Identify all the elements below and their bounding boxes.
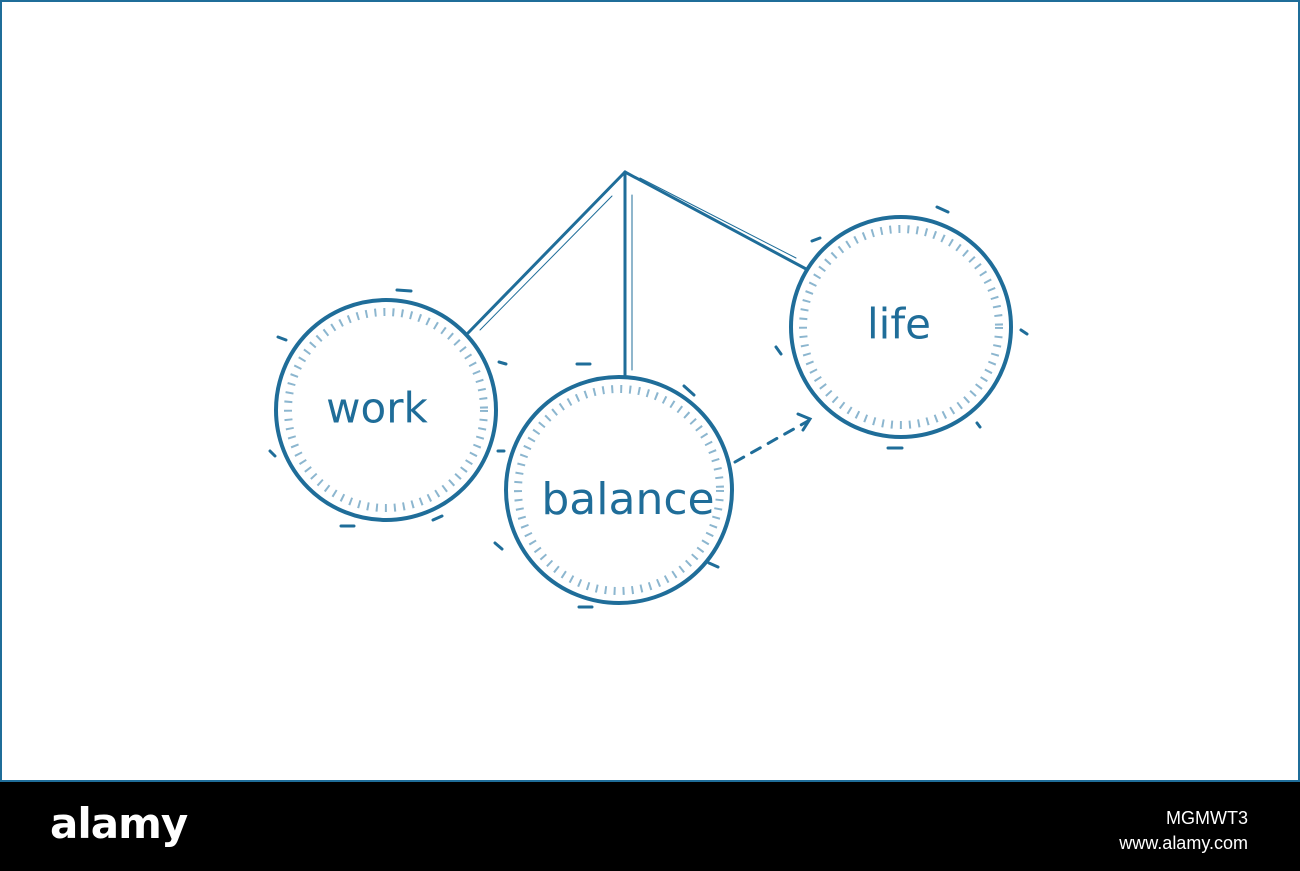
stock-watermark-bar: alamy MGMWT3 www.alamy.com (0, 782, 1300, 871)
image-id: MGMWT3 (1166, 808, 1248, 828)
work-balance-life-diagram: work balance life (268, 170, 1029, 609)
node-life: life (774, 205, 1029, 450)
balance-label: balance (541, 474, 714, 525)
node-work: work (268, 288, 508, 528)
arrow-balance-to-life (733, 412, 813, 464)
node-balance: balance (493, 362, 734, 609)
website-url: www.alamy.com (1119, 833, 1248, 853)
string-to-life (623, 170, 810, 272)
string-highlight-work (479, 195, 613, 331)
life-label: life (867, 300, 931, 349)
work-label: work (326, 384, 428, 433)
hanging-strings (466, 170, 810, 378)
string-to-work (466, 170, 627, 335)
string-highlight-life (639, 177, 797, 259)
alamy-logo: alamy (50, 799, 188, 848)
